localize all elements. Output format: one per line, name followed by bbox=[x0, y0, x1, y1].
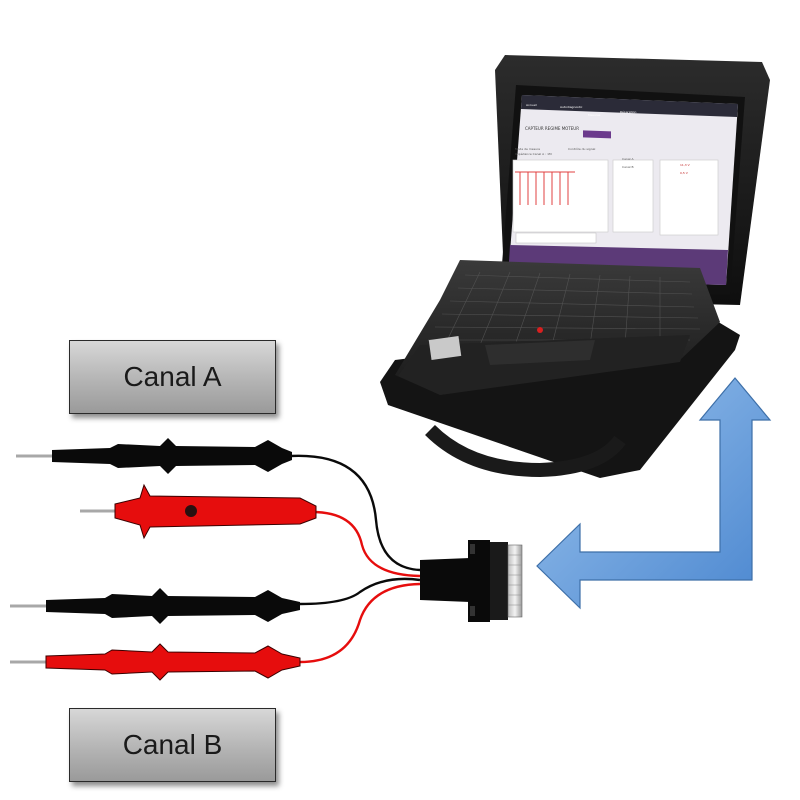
screen-tab-1: Accueil bbox=[526, 103, 537, 107]
screen-left-text-2: Impédance Canal A : 1M bbox=[515, 152, 552, 156]
screen-mid-text: Contrôle du signal bbox=[568, 147, 595, 151]
laptop-icon: CAPTEUR REGIME MOTEUR Accueil Autodiagno… bbox=[380, 55, 770, 478]
cable-a-red bbox=[311, 510, 421, 578]
probe-a-black bbox=[16, 438, 292, 474]
channel-a-label-box: Canal A bbox=[69, 340, 276, 414]
data-flow-arrow-icon bbox=[536, 377, 772, 610]
channel-b-label: Canal B bbox=[122, 729, 223, 760]
screen-value-1: 11,3 V bbox=[680, 163, 691, 167]
channel-a-label: Canal A bbox=[123, 361, 222, 392]
screen-value-2: 0,5 V bbox=[680, 171, 689, 175]
laptop-palmrest bbox=[398, 335, 690, 395]
probe-a-red bbox=[80, 483, 317, 540]
probe-cables bbox=[289, 454, 421, 664]
connector-icon bbox=[420, 540, 523, 622]
screen-tab-2: Autodiagnostic bbox=[560, 105, 583, 109]
probe-b-red bbox=[10, 643, 301, 681]
laptop-screen: CAPTEUR REGIME MOTEUR Accueil Autodiagno… bbox=[508, 95, 738, 285]
cable-b-red bbox=[299, 582, 421, 664]
screen-title: CAPTEUR REGIME MOTEUR bbox=[525, 126, 579, 131]
screen-left-text-1: Mode de mesure bbox=[515, 147, 540, 151]
trackpoint-icon bbox=[537, 327, 543, 333]
channel-b-label-box: Canal B bbox=[69, 708, 276, 782]
probe-b-black bbox=[10, 588, 300, 624]
screen-field-1: Canal A bbox=[622, 157, 634, 161]
screen-tab-4: Réparation bbox=[620, 110, 636, 114]
bag-handle bbox=[425, 424, 626, 478]
screen-tab-3: Mesures bbox=[588, 113, 601, 117]
laptop-sticker bbox=[428, 336, 462, 360]
touchpad bbox=[485, 340, 595, 365]
screen-field-2: Canal B bbox=[622, 165, 634, 169]
cable-a-black bbox=[289, 454, 421, 572]
cable-b-black bbox=[299, 577, 421, 606]
